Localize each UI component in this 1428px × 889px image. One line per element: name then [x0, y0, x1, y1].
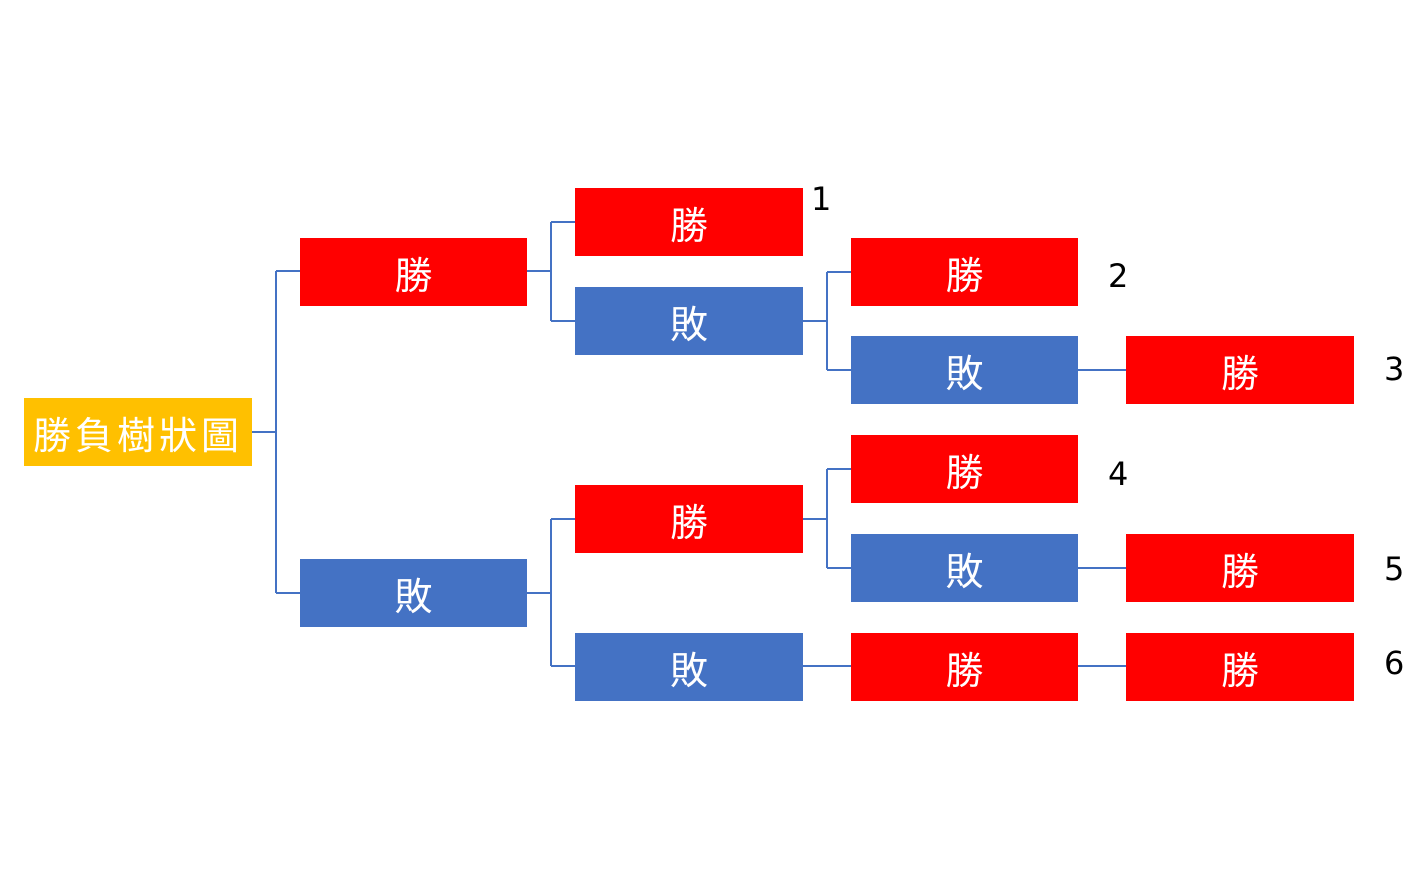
node-lose: 敗	[575, 633, 803, 701]
node-label: 勝	[1220, 648, 1259, 693]
node-label: 敗	[945, 351, 984, 396]
outcome-number: 2	[1108, 257, 1129, 295]
node-win: 勝	[300, 238, 527, 306]
connector-n21	[803, 468, 851, 569]
root-label: 勝負樹狀圖	[32, 413, 243, 458]
node-win: 勝	[851, 238, 1078, 306]
node-label: 勝	[669, 500, 708, 545]
node-label: 勝	[945, 253, 984, 298]
node-win: 勝	[851, 633, 1078, 701]
node-win: 勝	[851, 435, 1078, 503]
node-label: 勝	[945, 450, 984, 495]
node-label: 敗	[669, 648, 708, 693]
node-label: 敗	[669, 302, 708, 347]
node-label: 敗	[394, 574, 433, 619]
node-label: 敗	[945, 549, 984, 594]
node-label: 勝	[669, 203, 708, 248]
node-win: 勝	[575, 485, 803, 553]
node-lose: 敗	[300, 559, 527, 627]
outcome-number: 4	[1108, 455, 1129, 493]
node-label: 勝	[394, 253, 433, 298]
connector-n2	[527, 518, 575, 667]
outcome-number: 5	[1384, 550, 1405, 588]
node-lose: 敗	[851, 534, 1078, 602]
node-win: 勝	[575, 188, 803, 256]
root-node: 勝負樹狀圖	[24, 398, 252, 466]
connector-n12	[803, 271, 851, 371]
node-lose: 敗	[851, 336, 1078, 404]
node-label: 勝	[1220, 549, 1259, 594]
outcome-number: 1	[811, 180, 832, 218]
connector-root	[252, 270, 300, 594]
node-win: 勝	[1126, 534, 1354, 602]
node-label: 勝	[1220, 351, 1259, 396]
node-lose: 敗	[575, 287, 803, 355]
node-win: 勝	[1126, 336, 1354, 404]
outcome-number: 6	[1384, 644, 1405, 682]
node-win: 勝	[1126, 633, 1354, 701]
connector-n1	[527, 221, 575, 322]
node-label: 勝	[945, 648, 984, 693]
outcome-number: 3	[1384, 350, 1405, 388]
